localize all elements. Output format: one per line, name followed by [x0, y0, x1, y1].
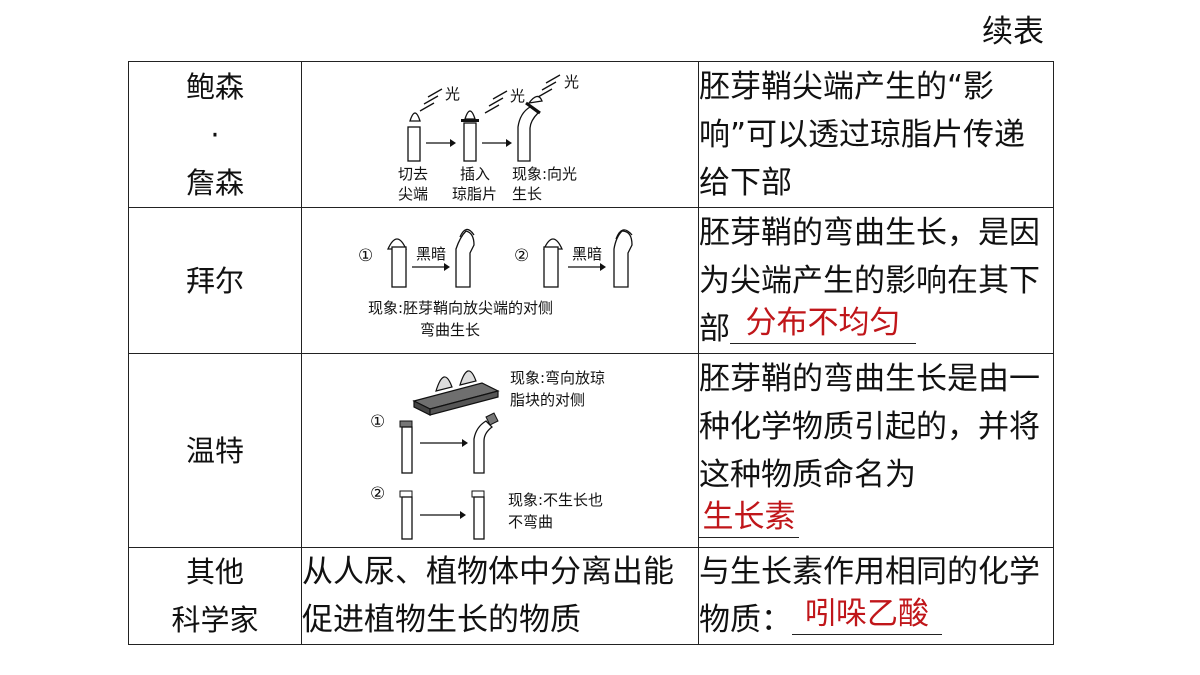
- table-row-paal: 拜尔 ① 黑暗 ② 黑暗 现象:胚芽鞘向放尖端的对侧: [128, 207, 1054, 354]
- conclusion-cell: 胚芽鞘的弯曲生长，是因为尖端产生的影响在其下部分布不均匀: [698, 207, 1054, 354]
- figure-cell: ① 黑暗 ② 黑暗 现象:胚芽鞘向放尖端的对侧 弯曲生长: [301, 207, 699, 354]
- conclusion-text: 胚芽鞘的弯曲生长，是因为尖端产生的影响在其下部: [699, 214, 1040, 347]
- phenomenon-text: 现象:弯向放琼: [510, 369, 605, 387]
- figure-cell: 光 光 光 切去 尖端 插入: [301, 61, 699, 208]
- figure-cell: 现象:弯向放琼 脂块的对侧 ① ② 现象:不生长也 不弯曲: [301, 353, 699, 548]
- paal-figure: ① 黑暗 ② 黑暗 现象:胚芽鞘向放尖端的对侧 弯曲生长: [358, 228, 633, 339]
- scientist-cell: 拜尔: [128, 207, 302, 354]
- phototropism-figure: 光 光 光 切去 尖端 插入: [398, 73, 579, 203]
- finding-text: 从人尿、植物体中分离出能促进植物生长的物质: [302, 554, 674, 638]
- light-label: 光: [510, 87, 525, 105]
- step-caption: 尖端: [398, 185, 428, 203]
- answer-blank: 分布不均匀: [730, 303, 916, 344]
- conclusion-cell: 与生长素作用相同的化学物质：吲哚乙酸: [698, 547, 1054, 645]
- scientist-name: 温特: [185, 433, 244, 468]
- scientist-cell: 鲍森 · 詹森: [128, 61, 302, 208]
- conclusion-cell: 胚芽鞘的弯曲生长是由一种化学物质引起的，并将这种物质命名为 生长素: [698, 353, 1054, 548]
- table-row-went: 温特 现象:弯向放琼 脂块的对侧 ① ②: [128, 353, 1054, 548]
- experiment-number: ①: [358, 246, 373, 266]
- answer-blank: 吲哚乙酸: [792, 594, 942, 635]
- light-label: 光: [445, 85, 460, 103]
- step-caption: 生长: [512, 185, 542, 203]
- went-figure: 现象:弯向放琼 脂块的对侧 ① ② 现象:不生长也 不弯曲: [370, 369, 605, 540]
- phenomenon-text: 不弯曲: [508, 513, 553, 531]
- scientist-name: 拜尔: [185, 263, 244, 298]
- scientist-separator: ·: [210, 117, 220, 152]
- conclusion-text: 胚芽鞘的弯曲生长是由一种化学物质引起的，并将这种物质命名为: [699, 360, 1040, 493]
- experiment-number: ②: [514, 246, 529, 266]
- phenomenon-text: 现象:不生长也: [508, 491, 603, 509]
- light-label: 光: [564, 73, 579, 91]
- phenomenon-text: 弯曲生长: [420, 321, 480, 339]
- answer-blank: 生长素: [699, 497, 799, 538]
- dark-label: 黑暗: [416, 245, 446, 263]
- step-caption: 插入: [460, 165, 490, 183]
- step-caption: 切去: [398, 165, 428, 183]
- scientist-cell: 其他 科学家: [128, 547, 302, 645]
- scientist-name: 詹森: [185, 165, 244, 200]
- table-row-boysen-jensen: 鲍森 · 詹森 光 光 光: [128, 61, 1054, 208]
- conclusion-text: 胚芽鞘尖端产生的“影响”可以透过琼脂片传递给下部: [699, 68, 1026, 201]
- step-caption: 琼脂片: [452, 185, 497, 203]
- scientist-cell: 温特: [128, 353, 302, 548]
- finding-cell: 从人尿、植物体中分离出能促进植物生长的物质: [301, 547, 699, 645]
- phenomenon-text: 脂块的对侧: [510, 391, 585, 409]
- scientist-name: 鲍森: [185, 69, 244, 104]
- phenomenon-text: 现象:胚芽鞘向放尖端的对侧: [368, 299, 553, 317]
- conclusion-text: 与生长素作用相同的化学物质：: [699, 554, 1040, 638]
- experiment-table: 鲍森 · 詹森 光 光 光: [128, 61, 1054, 645]
- experiment-number: ①: [370, 412, 385, 432]
- conclusion-cell: 胚芽鞘尖端产生的“影响”可以透过琼脂片传递给下部: [698, 61, 1054, 208]
- step-caption: 现象:向光: [512, 165, 577, 183]
- experiment-number: ②: [370, 484, 385, 504]
- dark-label: 黑暗: [572, 245, 602, 263]
- continued-label: 续表: [982, 14, 1044, 50]
- scientist-name: 科学家: [171, 603, 259, 637]
- table-row-others: 其他 科学家 从人尿、植物体中分离出能促进植物生长的物质 与生长素作用相同的化学…: [128, 547, 1054, 645]
- scientist-name: 其他: [185, 555, 244, 589]
